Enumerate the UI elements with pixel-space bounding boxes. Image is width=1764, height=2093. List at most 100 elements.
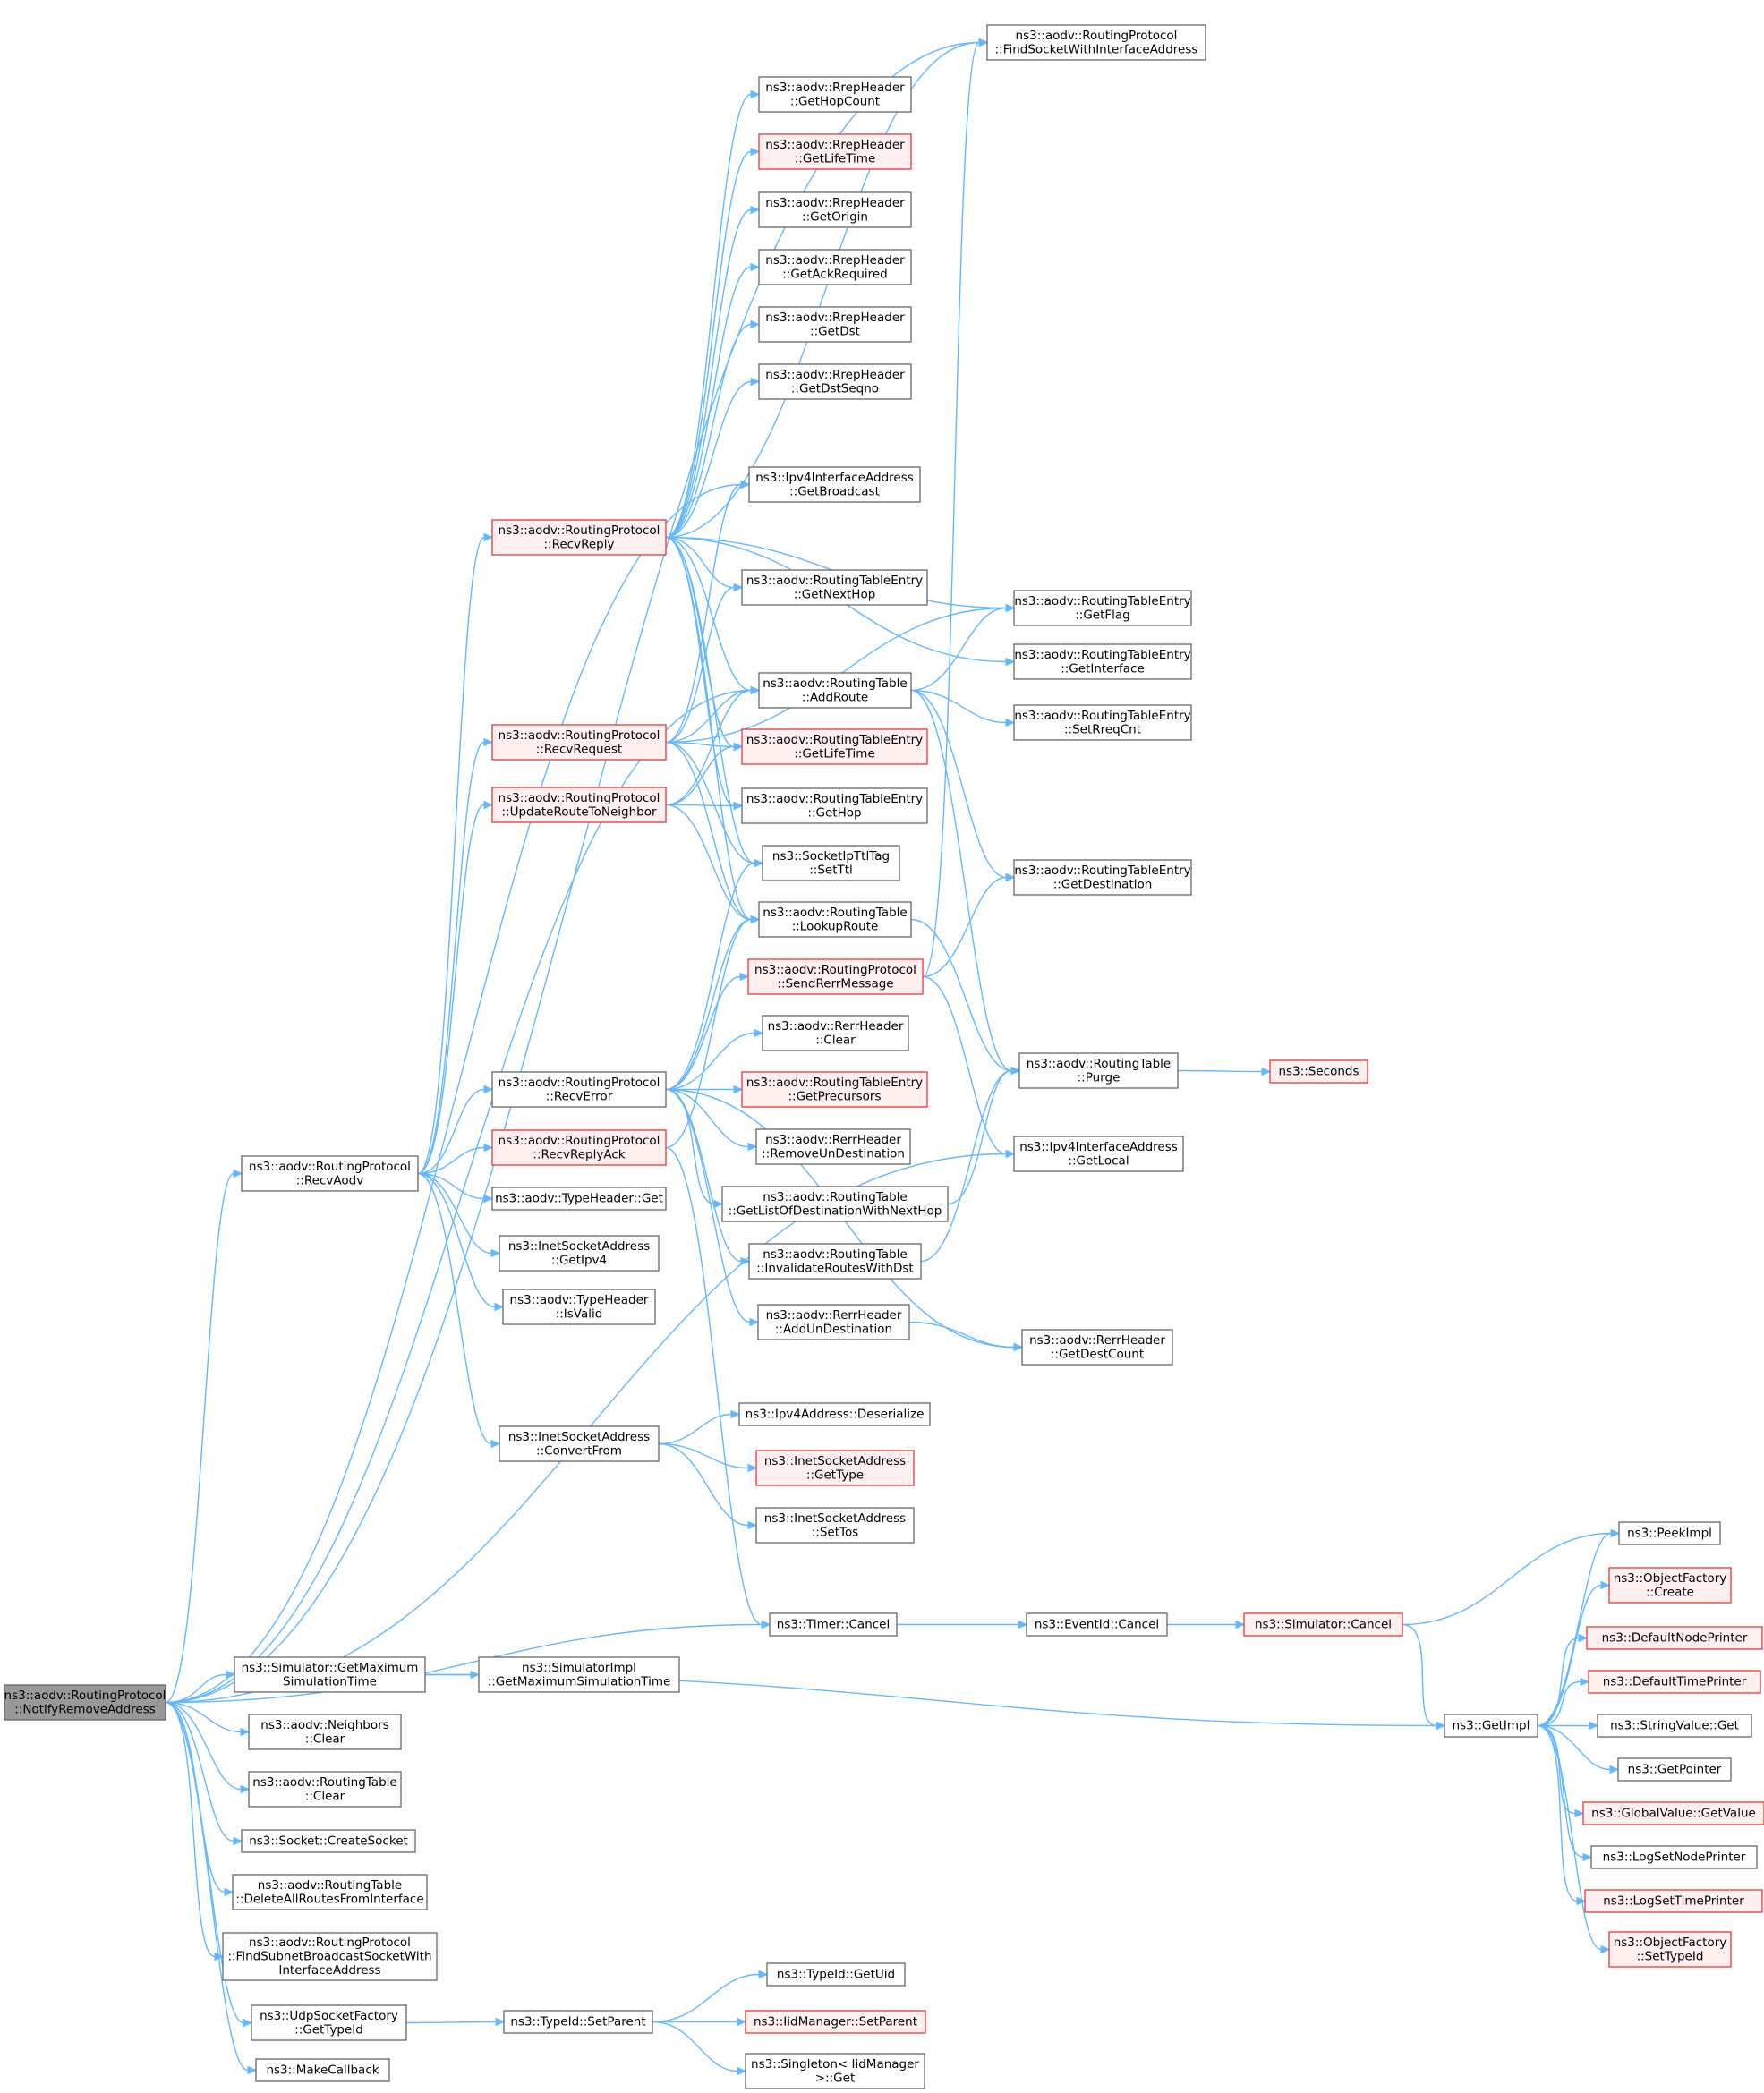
node-rrepAck[interactable]: ns3::aodv::RrepHeader::GetAckRequired (758, 249, 912, 285)
node-rteFlag[interactable]: ns3::aodv::RoutingTableEntry::GetFlag (1013, 590, 1192, 626)
node-box-eventCancel[interactable] (1026, 1612, 1168, 1637)
node-typeGet[interactable]: ns3::aodv::TypeHeader::Get (491, 1187, 667, 1211)
node-singletonGet[interactable]: ns3::Singleton< IidManager>::Get (745, 2053, 925, 2089)
node-box-typeSetParent[interactable] (503, 2010, 653, 2034)
node-rteDest[interactable]: ns3::aodv::RoutingTableEntry::GetDestina… (1013, 859, 1192, 896)
node-box-findSubnet[interactable] (222, 1932, 438, 1981)
node-box-strGet[interactable] (1597, 1714, 1752, 1738)
node-box-rtClear[interactable] (248, 1771, 402, 1808)
node-typeValid[interactable]: ns3::aodv::TypeHeader::IsValid (502, 1289, 656, 1325)
node-box-rteDest[interactable] (1013, 859, 1192, 896)
node-rrepOrigin[interactable]: ns3::aodv::RrepHeader::GetOrigin (758, 191, 912, 228)
node-box-rerrCount[interactable] (1021, 1329, 1173, 1366)
node-box-inetIpv4[interactable] (499, 1235, 660, 1272)
node-ipv4Bcast[interactable]: ns3::Ipv4InterfaceAddress::GetBroadcast (748, 466, 921, 503)
node-seconds[interactable]: ns3::Seconds (1269, 1059, 1368, 1084)
node-box-typeGet[interactable] (491, 1187, 667, 1211)
node-rerrCount[interactable]: ns3::aodv::RerrHeader::GetDestCount (1021, 1329, 1173, 1366)
node-rerrRemove[interactable]: ns3::aodv::RerrHeader::RemoveUnDestinati… (755, 1128, 911, 1165)
node-timerCancel[interactable]: ns3::Timer::Cancel (769, 1612, 898, 1637)
node-recvReplyAck[interactable]: ns3::aodv::RoutingProtocol::RecvReplyAck (491, 1129, 667, 1166)
node-eventCancel[interactable]: ns3::EventId::Cancel (1026, 1612, 1168, 1637)
node-box-recvAodv[interactable] (241, 1155, 419, 1192)
node-iidSetParent[interactable]: ns3::IidManager::SetParent (745, 2010, 926, 2034)
node-recvError[interactable]: ns3::aodv::RoutingProtocol::RecvError (491, 1071, 667, 1108)
node-rteRreq[interactable]: ns3::aodv::RoutingTableEntry::SetRreqCnt (1013, 704, 1192, 741)
node-ipv4Local[interactable]: ns3::Ipv4InterfaceAddress::GetLocal (1013, 1136, 1184, 1172)
node-rrepDst[interactable]: ns3::aodv::RrepHeader::GetDst (758, 306, 912, 343)
node-sendRerr[interactable]: ns3::aodv::RoutingProtocol::SendRerrMess… (747, 958, 924, 995)
node-box-nbrClear[interactable] (248, 1714, 402, 1750)
node-box-ipv4Local[interactable] (1013, 1136, 1184, 1172)
node-strGet[interactable]: ns3::StringValue::Get (1597, 1714, 1752, 1738)
node-box-logTime[interactable] (1584, 1889, 1763, 1913)
node-box-rtAdd[interactable] (758, 672, 912, 709)
node-box-inetTos[interactable] (755, 1507, 915, 1544)
node-box-inetType[interactable] (755, 1450, 915, 1486)
node-box-getImpl[interactable] (1444, 1714, 1538, 1738)
node-box-sendRerr[interactable] (747, 958, 924, 995)
node-rtListDest[interactable]: ns3::aodv::RoutingTable::GetListOfDestin… (721, 1186, 949, 1222)
node-box-rrepLife[interactable] (758, 133, 912, 170)
node-box-recvReplyAck[interactable] (491, 1129, 667, 1166)
node-box-ipv4Deser[interactable] (738, 1402, 931, 1426)
node-rtLookup[interactable]: ns3::aodv::RoutingTable::LookupRoute (758, 901, 912, 938)
node-recvRequest[interactable]: ns3::aodv::RoutingProtocol::RecvRequest (491, 724, 667, 761)
node-inetConv[interactable]: ns3::InetSocketAddress::ConvertFrom (499, 1425, 660, 1462)
node-box-rteHop[interactable] (741, 787, 928, 824)
node-box-rtListDest[interactable] (721, 1186, 949, 1222)
node-box-rrepAck[interactable] (758, 249, 912, 285)
node-box-rtInval[interactable] (748, 1243, 922, 1280)
node-box-rrepDst[interactable] (758, 306, 912, 343)
node-typeSetParent[interactable]: ns3::TypeId::SetParent (503, 2010, 653, 2034)
node-box-getPtr[interactable] (1617, 1757, 1732, 1782)
node-box-rrepOrigin[interactable] (758, 191, 912, 228)
node-box-ttlTag[interactable] (762, 845, 900, 881)
node-box-findSocket[interactable] (986, 24, 1206, 61)
node-objCreate[interactable]: ns3::ObjectFactory::Create (1608, 1567, 1732, 1604)
node-box-timerCancel[interactable] (769, 1612, 898, 1637)
node-box-iidSetParent[interactable] (745, 2010, 926, 2034)
node-rteIface[interactable]: ns3::aodv::RoutingTableEntry::GetInterfa… (1013, 643, 1192, 680)
node-rerrClear[interactable]: ns3::aodv::RerrHeader::Clear (762, 1015, 909, 1051)
node-findSocket[interactable]: ns3::aodv::RoutingProtocol::FindSocketWi… (986, 24, 1206, 61)
node-box-objCreate[interactable] (1608, 1567, 1732, 1604)
node-findSubnet[interactable]: ns3::aodv::RoutingProtocol::FindSubnetBr… (222, 1932, 438, 1981)
node-box-rerrClear[interactable] (762, 1015, 909, 1051)
node-nbrClear[interactable]: ns3::aodv::Neighbors::Clear (248, 1714, 402, 1750)
node-inetIpv4[interactable]: ns3::InetSocketAddress::GetIpv4 (499, 1235, 660, 1272)
node-box-rteRreq[interactable] (1013, 704, 1192, 741)
node-getImpl[interactable]: ns3::GetImpl (1444, 1714, 1538, 1738)
node-box-simMax[interactable] (234, 1656, 426, 1693)
node-box-updRoute[interactable] (491, 787, 667, 823)
node-box-rtLookup[interactable] (758, 901, 912, 938)
node-box-typeValid[interactable] (502, 1289, 656, 1325)
node-rrepDstSeq[interactable]: ns3::aodv::RrepHeader::GetDstSeqno (758, 363, 912, 400)
node-box-seconds[interactable] (1269, 1059, 1368, 1084)
node-box-rtPurge[interactable] (1018, 1052, 1179, 1089)
node-logTime[interactable]: ns3::LogSetTimePrinter (1584, 1889, 1763, 1913)
node-box-recvError[interactable] (491, 1071, 667, 1108)
node-box-peekImpl[interactable] (1618, 1521, 1721, 1545)
node-root[interactable]: ns3::aodv::RoutingProtocol::NotifyRemove… (4, 1684, 166, 1721)
node-box-rteNextHop[interactable] (741, 569, 928, 606)
node-peekImpl[interactable]: ns3::PeekImpl (1618, 1521, 1721, 1545)
node-rrepHop[interactable]: ns3::aodv::RrepHeader::GetHopCount (758, 76, 912, 113)
node-box-rteFlag[interactable] (1013, 590, 1192, 626)
node-box-rerrAdd[interactable] (757, 1304, 910, 1340)
node-box-defTime[interactable] (1588, 1670, 1761, 1694)
node-box-makeCb[interactable] (255, 2058, 390, 2082)
node-objSetType[interactable]: ns3::ObjectFactory::SetTypeId (1608, 1931, 1732, 1968)
node-box-logNode[interactable] (1590, 1845, 1758, 1869)
node-box-defNode[interactable] (1586, 1626, 1763, 1650)
node-rtPurge[interactable]: ns3::aodv::RoutingTable::Purge (1018, 1052, 1179, 1089)
node-box-simImplMax[interactable] (478, 1656, 680, 1693)
node-rtAdd[interactable]: ns3::aodv::RoutingTable::AddRoute (758, 672, 912, 709)
node-box-root[interactable] (4, 1684, 166, 1721)
node-box-inetConv[interactable] (499, 1425, 660, 1462)
node-sockCreate[interactable]: ns3::Socket::CreateSocket (241, 1829, 416, 1853)
node-rrepLife[interactable]: ns3::aodv::RrepHeader::GetLifeTime (758, 133, 912, 170)
node-logNode[interactable]: ns3::LogSetNodePrinter (1590, 1845, 1758, 1869)
node-rtInval[interactable]: ns3::aodv::RoutingTable::InvalidateRoute… (748, 1243, 922, 1280)
node-box-rtDelAll[interactable] (232, 1874, 428, 1910)
